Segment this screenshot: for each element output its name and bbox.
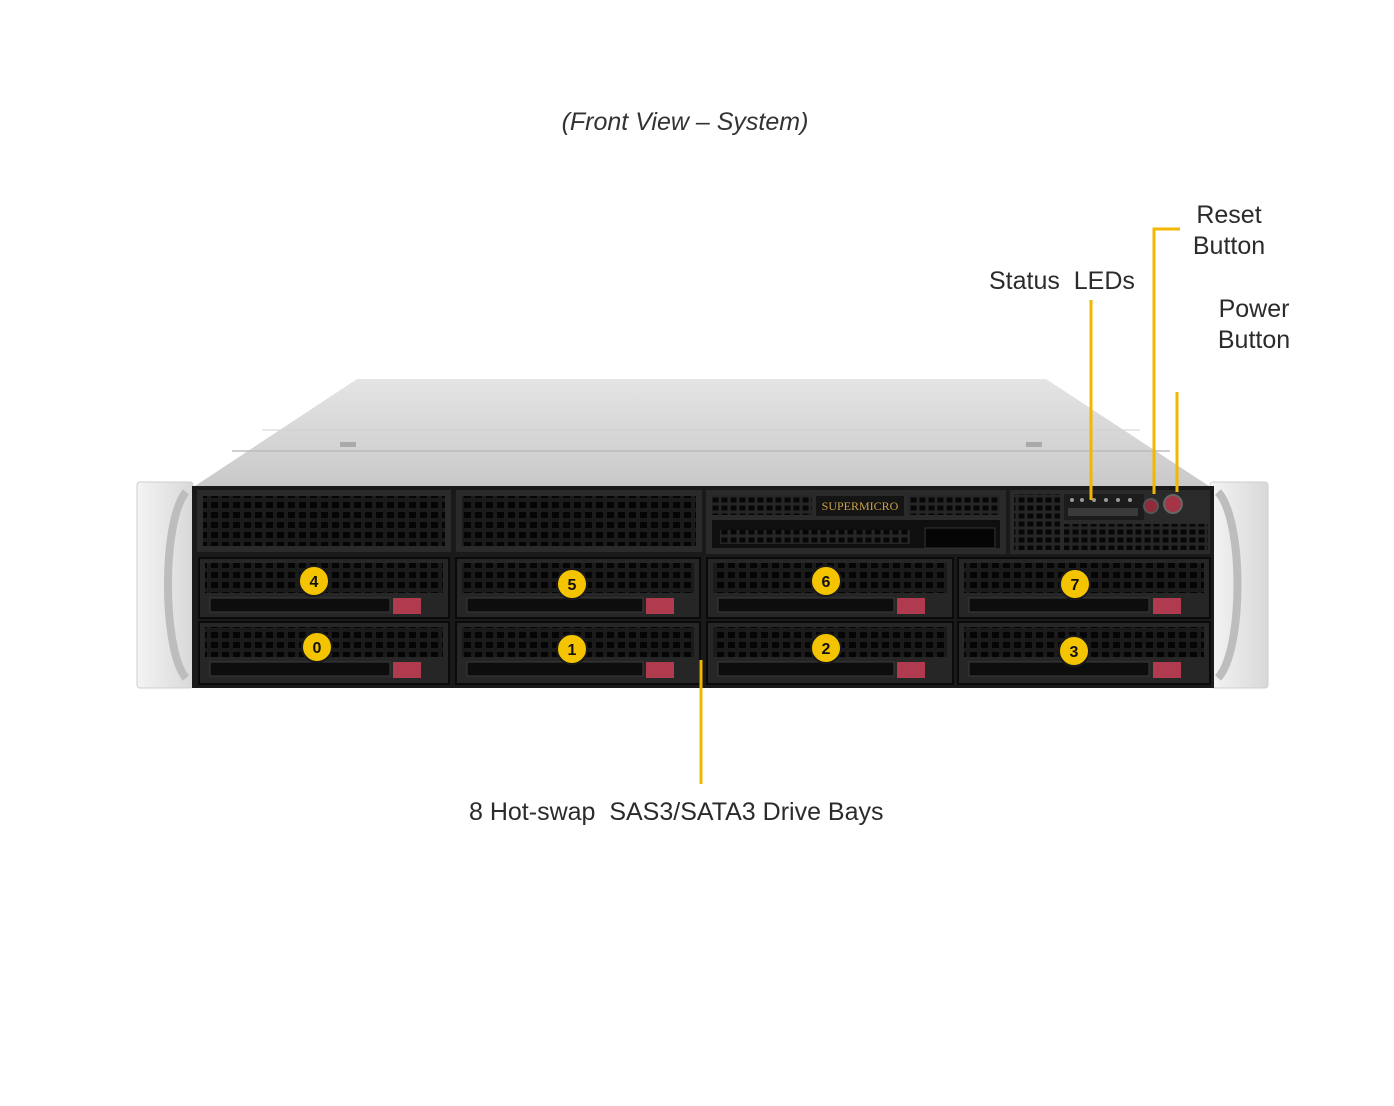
drive-bays-label: 8 Hot-swap SAS3/SATA3 Drive Bays	[469, 798, 884, 826]
front-vent-panel-left	[197, 490, 451, 552]
bay-badge-6: 6	[810, 565, 842, 597]
bay-badge-2: 2	[810, 632, 842, 664]
reset-label-line2: Button	[1192, 232, 1266, 260]
power-label-line1: Power	[1218, 295, 1290, 323]
svg-text:6: 6	[822, 574, 831, 591]
svg-text:5: 5	[568, 577, 577, 594]
left-rack-ear	[136, 481, 194, 689]
power-button[interactable]	[1163, 494, 1183, 514]
brand-panel: SUPERMICRO	[706, 490, 1006, 554]
bay-badge-1: 1	[556, 633, 588, 665]
svg-text:0: 0	[313, 640, 322, 657]
reset-button-callout-line	[1152, 227, 1180, 494]
reset-button[interactable]	[1143, 498, 1159, 514]
drive-bay-4[interactable]	[198, 557, 450, 619]
front-vent-panel-center	[456, 490, 702, 552]
supermicro-logo: SUPERMICRO	[822, 499, 899, 513]
bay-badge-3: 3	[1058, 635, 1090, 667]
bay-badge-0: 0	[301, 631, 333, 663]
bay-badge-5: 5	[556, 568, 588, 600]
bay-badge-7: 7	[1059, 568, 1091, 600]
figure-caption: (Front View – System)	[561, 108, 809, 136]
reset-button-label: Reset Button	[1186, 200, 1272, 262]
reset-label-line1: Reset	[1196, 201, 1262, 229]
power-label-line2: Button	[1217, 326, 1291, 354]
svg-text:7: 7	[1071, 577, 1080, 594]
chassis-top-cover	[192, 379, 1212, 488]
status-leds-label: Status LEDs	[989, 267, 1135, 295]
control-panel	[1010, 490, 1210, 554]
bay-badge-4: 4	[298, 565, 330, 597]
power-button-label: Power Button	[1210, 294, 1298, 356]
status-leds	[1068, 498, 1138, 516]
svg-text:1: 1	[568, 642, 577, 659]
svg-text:4: 4	[310, 574, 319, 591]
right-rack-ear	[1209, 481, 1269, 689]
svg-text:3: 3	[1070, 644, 1079, 661]
svg-text:2: 2	[822, 641, 831, 658]
